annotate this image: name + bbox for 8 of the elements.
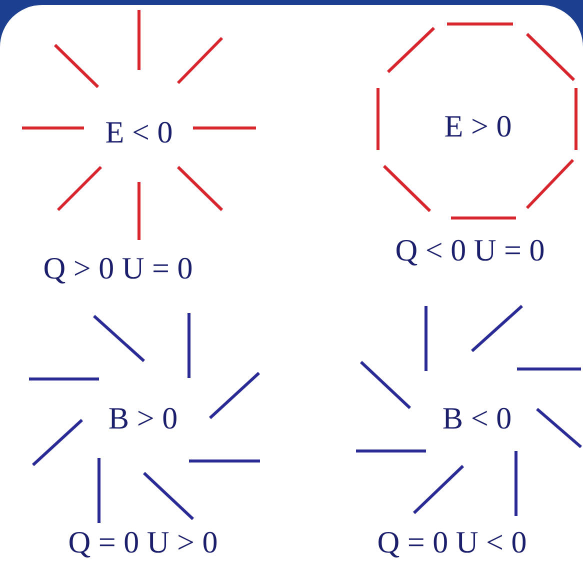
mode-label: B > 0 <box>108 402 178 434</box>
mode-label: E > 0 <box>444 110 512 142</box>
mode-label: E < 0 <box>105 116 173 148</box>
stokes-label: Q < 0 U = 0 <box>395 234 545 266</box>
mode-label: B < 0 <box>442 402 512 434</box>
stokes-label: Q = 0 U < 0 <box>377 526 527 558</box>
stokes-label: Q = 0 U > 0 <box>68 526 218 558</box>
stokes-label: Q > 0 U = 0 <box>43 252 193 284</box>
